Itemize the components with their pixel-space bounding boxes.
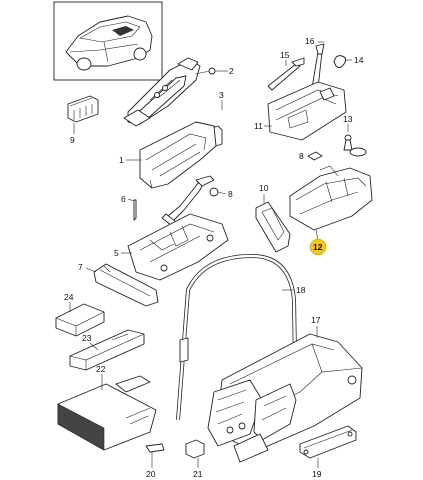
- tool-tray-part: [267, 81, 347, 141]
- callout-15: 15: [280, 50, 290, 60]
- callout-3: 3: [219, 90, 224, 100]
- frame-part: [255, 201, 291, 253]
- tow-eye-part: [343, 134, 367, 157]
- callout-17: 17: [311, 315, 321, 325]
- insert-part: [207, 333, 363, 463]
- callout-14: 14: [354, 55, 364, 65]
- callout-11: 11: [254, 121, 263, 131]
- cap-part: [185, 439, 205, 459]
- clip-part: [209, 187, 219, 197]
- upper-tray-part: [139, 121, 217, 189]
- callout-19: 19: [312, 469, 322, 479]
- foam-insert-part: [289, 165, 373, 231]
- callout-18: 18: [296, 285, 306, 295]
- callout-2: 2: [229, 66, 234, 76]
- highlighted-callout-marker: [309, 238, 327, 256]
- strap-tray-part: [93, 263, 159, 307]
- callout-1: 1: [119, 155, 124, 165]
- callout-22: 22: [96, 364, 106, 374]
- callout-7: 7: [78, 262, 83, 272]
- warning-case-part: [69, 329, 145, 371]
- callout-12: 12: [313, 242, 323, 252]
- callout-16: 16: [305, 36, 315, 46]
- small-bracket-part: [299, 425, 357, 459]
- callout-20: 20: [146, 469, 156, 479]
- callout-23: 23: [82, 333, 92, 343]
- callout-24: 24: [64, 292, 74, 302]
- callout-5: 5: [114, 248, 119, 258]
- mat-part: [57, 375, 157, 451]
- callout-8a: 8: [228, 189, 233, 199]
- callout-13: 13: [343, 114, 353, 124]
- callout-21: 21: [193, 469, 203, 479]
- spring-clip-part: [333, 55, 347, 69]
- loop-strap-part: [176, 253, 298, 421]
- jack-part: [123, 57, 201, 127]
- hook-part: [145, 443, 165, 453]
- pin-part: [133, 199, 137, 221]
- callout-6: 6: [121, 194, 126, 204]
- lower-tray-part: [127, 213, 229, 281]
- callout-8b: 8: [299, 151, 304, 161]
- vehicle-thumbnail: [53, 1, 163, 81]
- rod-part: [267, 63, 301, 91]
- callout-9: 9: [70, 135, 75, 145]
- first-aid-kit-part: [55, 303, 105, 337]
- bracket-part: [67, 95, 99, 123]
- callout-10: 10: [259, 183, 269, 193]
- nut-part: [307, 151, 323, 161]
- callout-labels: 2 3 9 1 8 6 5 7 24 23 22 20 21 19 18 17 …: [64, 36, 364, 479]
